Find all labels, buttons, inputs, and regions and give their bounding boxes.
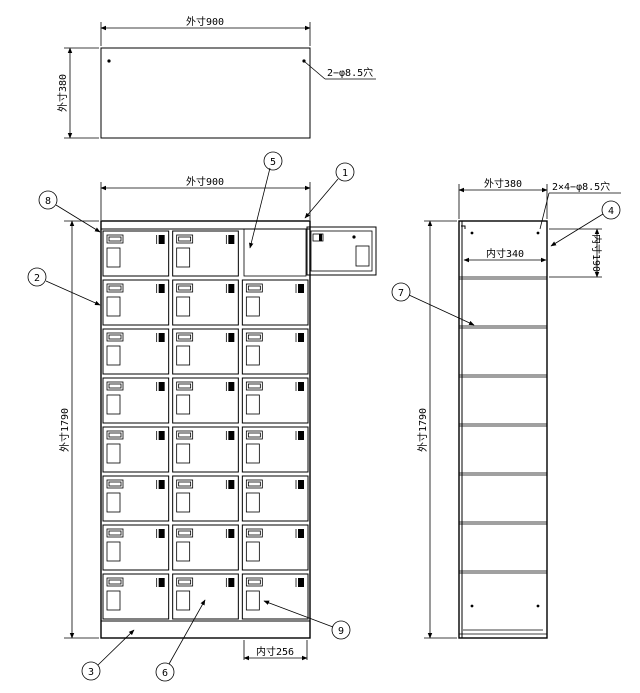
locker-door [102, 426, 170, 473]
locker-door [102, 524, 170, 571]
side-depth-dimension: 外寸380 [484, 177, 522, 190]
mounting-hole-left [107, 59, 111, 63]
callout-9: 9 [338, 626, 344, 637]
locker-door [241, 279, 309, 326]
locker-door [172, 426, 239, 473]
locker-door [172, 573, 239, 620]
locker-door-grid [102, 230, 309, 620]
locker-door [241, 426, 309, 473]
locker-door [241, 377, 309, 424]
side-outline [458, 220, 548, 639]
mounting-hole-right [302, 59, 306, 63]
locker-door [241, 328, 309, 375]
front-height-dimension: 外寸1790 [58, 408, 71, 452]
open-door [306, 226, 377, 276]
locker-door [172, 475, 239, 522]
top-hole-label: 2−φ8.5穴 [327, 66, 373, 79]
locker-door [172, 279, 239, 326]
cabinet-outline [100, 220, 311, 639]
callout-4: 4 [608, 206, 614, 217]
side-hole-label: 2×4−φ8.5穴 [552, 180, 610, 193]
locker-door [172, 524, 239, 571]
locker-door [241, 573, 309, 620]
locker-door [102, 328, 170, 375]
locker-door [102, 377, 170, 424]
side-inner-height-dimension: 内寸190 [590, 234, 603, 272]
callout-6: 6 [162, 668, 168, 679]
callout-5: 5 [270, 157, 276, 168]
side-shelves [459, 276, 547, 574]
side-height-dimension: 外寸1790 [416, 408, 429, 452]
inner-width-dimension: 内寸256 [256, 645, 294, 658]
callout-3: 3 [88, 667, 94, 678]
callout-1: 1 [342, 168, 348, 179]
locker-door [102, 573, 170, 620]
front-view: 外寸900 外寸1790 内寸256 [58, 175, 377, 661]
callout-2: 2 [34, 273, 40, 284]
top-view: 外寸900 外寸380 2−φ8.5穴 [56, 15, 376, 139]
locker-door [172, 328, 239, 375]
locker-door [102, 475, 170, 522]
locker-door [172, 230, 239, 277]
callout-7: 7 [398, 288, 404, 299]
locker-door [172, 377, 239, 424]
callouts: 1 2 3 4 5 6 7 8 9 [27, 151, 621, 682]
locker-door [102, 279, 170, 326]
locker-door [241, 524, 309, 571]
callout-8: 8 [45, 196, 51, 207]
locker-door [241, 475, 309, 522]
top-depth-dimension: 外寸380 [56, 74, 69, 112]
front-width-dimension: 外寸900 [186, 175, 224, 188]
side-view: 外寸380 2×4−φ8.5穴 内寸340 内寸190 外寸1790 [416, 177, 621, 639]
open-compartment [243, 228, 307, 277]
side-inner-depth-dimension: 内寸340 [486, 247, 524, 260]
top-view-outline [100, 47, 311, 139]
locker-door [102, 230, 170, 277]
top-width-dimension: 外寸900 [186, 15, 224, 28]
